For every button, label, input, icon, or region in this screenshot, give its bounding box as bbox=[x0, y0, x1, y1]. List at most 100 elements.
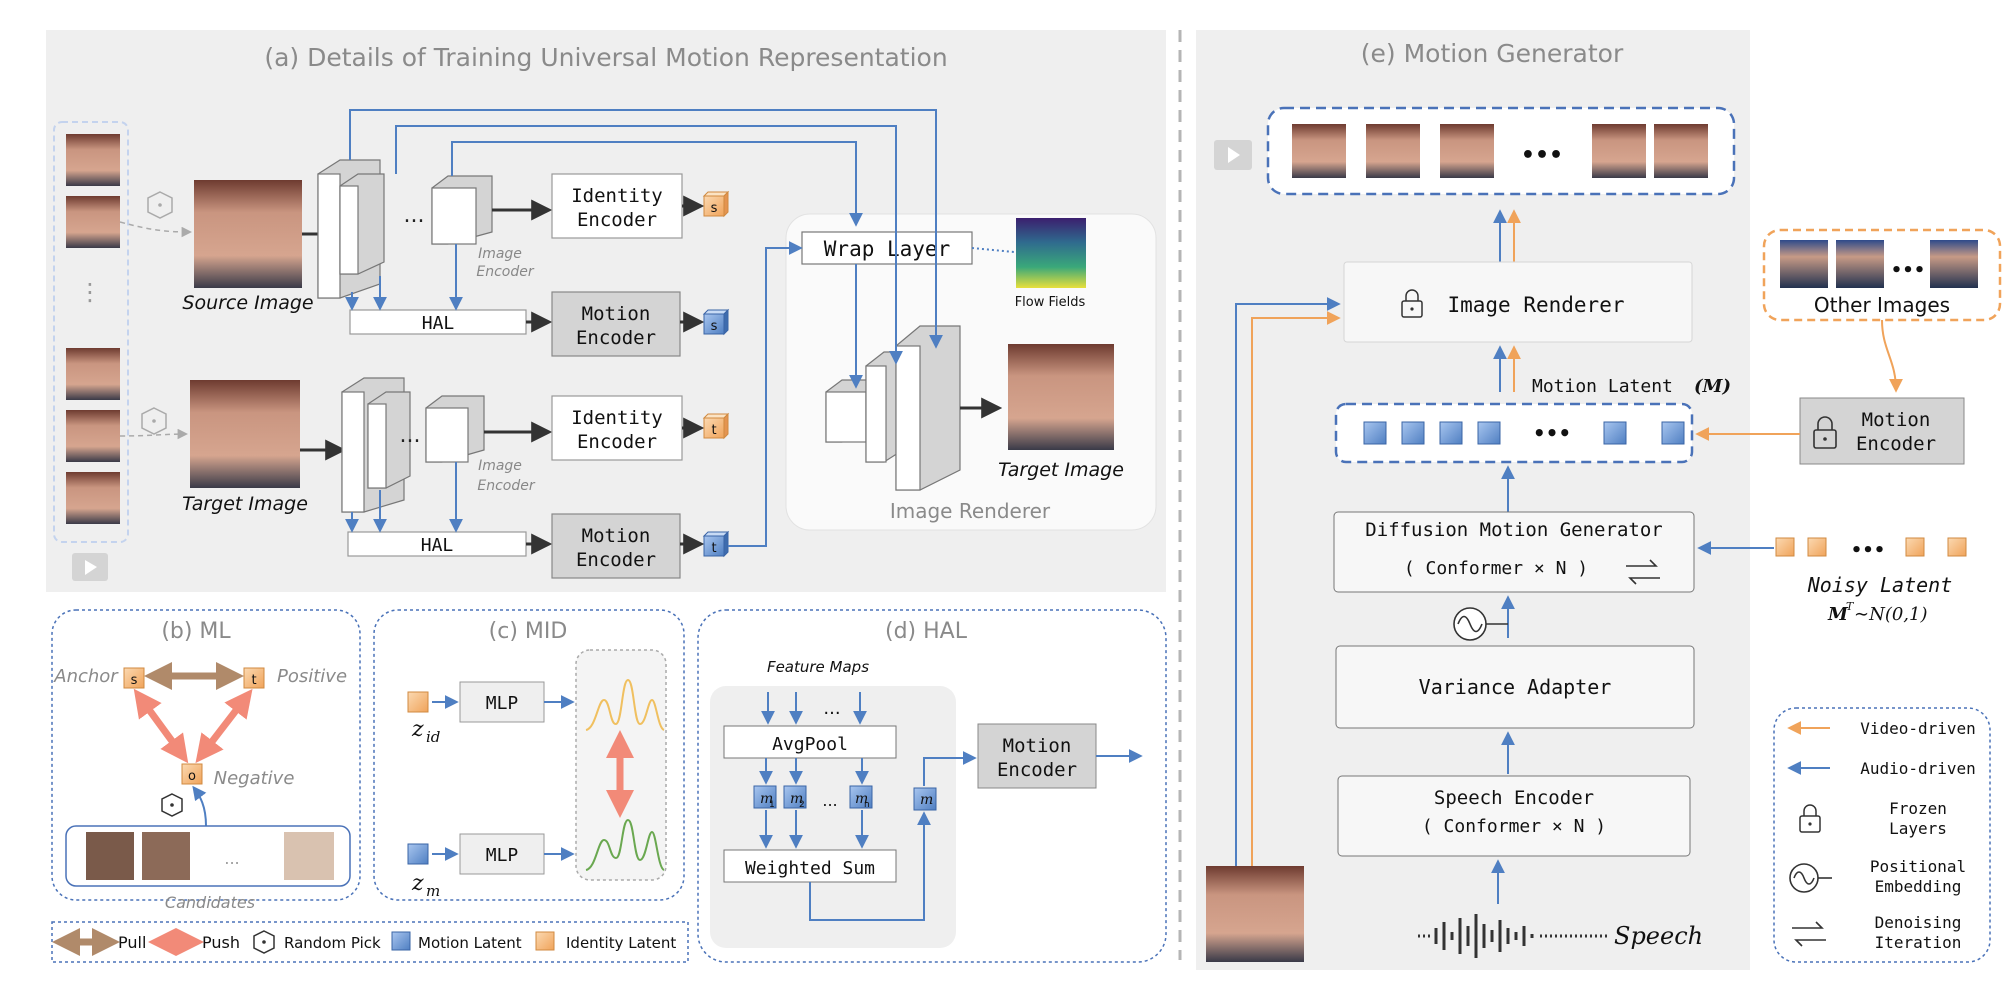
target-image bbox=[190, 380, 300, 488]
anchor-cube: s bbox=[123, 667, 145, 689]
input-face-audio-path bbox=[1235, 297, 1341, 866]
mlp-box-id bbox=[459, 681, 545, 723]
random-pick-arrow bbox=[192, 785, 207, 827]
frozen-label-1: Frozen bbox=[1889, 799, 1947, 818]
image-encoder-stack-target bbox=[341, 377, 485, 513]
frames-dots: ••• bbox=[1521, 143, 1563, 168]
motion-encoder-e bbox=[1799, 397, 1965, 465]
image-renderer-box bbox=[1343, 261, 1693, 343]
identity-encoder-label: Encoder bbox=[577, 431, 657, 453]
speech-encoder-box bbox=[1337, 775, 1691, 857]
hal-inner-box bbox=[710, 686, 956, 948]
m-label: m bbox=[920, 792, 933, 808]
vertical-ellipsis: ⋮ bbox=[78, 278, 102, 306]
source-image bbox=[194, 180, 302, 288]
panel-a-title: (a) Details of Training Universal Motion… bbox=[264, 43, 947, 72]
motion-encoder-label: Encoder bbox=[576, 327, 656, 349]
dice-icon bbox=[161, 793, 183, 817]
m-dots: ... bbox=[822, 791, 837, 810]
identity-distribution-curve bbox=[585, 678, 665, 731]
noisy-dots: ••• bbox=[1851, 540, 1886, 561]
hal-label: HAL bbox=[422, 313, 455, 334]
noisy-formula-sup: T bbox=[1846, 600, 1855, 613]
wrap-layer-box bbox=[801, 231, 973, 265]
motion-encoder-label: Encoder bbox=[997, 759, 1077, 781]
other-images-dots: ••• bbox=[1891, 260, 1926, 281]
diffusion-generator-box bbox=[1333, 511, 1695, 593]
anchor-label: Anchor bbox=[53, 666, 119, 687]
mlp-label: MLP bbox=[486, 845, 519, 866]
frame-strip bbox=[53, 121, 129, 543]
skip-connection-3 bbox=[451, 141, 863, 227]
positional-embedding-icon bbox=[1789, 863, 1832, 893]
flow-dotted-link bbox=[971, 247, 1015, 253]
diffusion-title: Diffusion Motion Generator bbox=[1365, 519, 1662, 541]
m1-label: m bbox=[760, 791, 773, 807]
motion-distribution-curve bbox=[585, 818, 665, 871]
wrap-layer-label: Wrap Layer bbox=[824, 237, 950, 261]
identity-latent-cube-s: s bbox=[702, 190, 730, 218]
lock-icon bbox=[1799, 804, 1821, 833]
den-label-2: Iteration bbox=[1875, 933, 1962, 952]
m2-cube: m 2 bbox=[783, 785, 807, 810]
motion-encoder-label: Encoder bbox=[1856, 433, 1936, 455]
avgpool-box bbox=[723, 725, 897, 759]
positive-label: Positive bbox=[277, 666, 347, 687]
identity-encoder-label: Identity bbox=[571, 185, 663, 207]
m1-cube: m 1 bbox=[753, 785, 777, 810]
pos-label-1: Positional bbox=[1870, 857, 1966, 876]
renderer-target-image bbox=[1008, 344, 1114, 450]
hal-label: HAL bbox=[421, 535, 454, 556]
positive-cube-label: t bbox=[251, 673, 256, 688]
source-image-label: Source Image bbox=[182, 292, 313, 314]
speech-encoder-label: Speech Encoder bbox=[1434, 787, 1594, 809]
z-m-symbol: z bbox=[411, 871, 424, 896]
motion-encoder-target bbox=[551, 513, 681, 579]
m1-sub: 1 bbox=[769, 800, 775, 810]
speech-waveform bbox=[1418, 914, 1610, 958]
motion-encoder-label: Motion bbox=[1003, 735, 1072, 757]
motion-latent-symbol: (M) bbox=[1694, 376, 1731, 397]
lock-icon bbox=[1401, 289, 1423, 318]
motion-encoder-label: Encoder bbox=[576, 549, 656, 571]
image-encoder-label-1: Image bbox=[478, 246, 522, 262]
variance-adapter-box bbox=[1335, 645, 1695, 729]
output-frames bbox=[1292, 124, 1708, 178]
latent-t-label: t bbox=[711, 541, 716, 556]
other-images bbox=[1780, 240, 1978, 288]
legend-e bbox=[1773, 707, 1991, 963]
other-images-to-encoder bbox=[1881, 319, 1903, 393]
motion-encoder-source bbox=[551, 291, 681, 357]
image-decoder-stack bbox=[825, 325, 961, 491]
panel-b-title: (b) ML bbox=[161, 619, 231, 644]
noisy-formula: M bbox=[1827, 604, 1849, 625]
positive-cube: t bbox=[243, 667, 265, 689]
flow-fields-image bbox=[1016, 218, 1086, 288]
candidates-ellipsis: ... bbox=[224, 849, 239, 868]
identity-encoder-label: Identity bbox=[571, 407, 663, 429]
feature-maps-label: Feature Maps bbox=[767, 658, 869, 676]
lock-icon bbox=[1813, 416, 1837, 449]
panel-d-frame bbox=[697, 609, 1167, 963]
z-id-symbol: z bbox=[411, 717, 424, 742]
motion-encoder-label: Motion bbox=[1862, 409, 1931, 431]
identity-latent-legend-icon bbox=[535, 931, 555, 951]
image-encoder-stack-source bbox=[317, 159, 493, 299]
identity-latent-legend-label: Identity Latent bbox=[566, 934, 676, 952]
negative-label: Negative bbox=[214, 768, 295, 789]
m2-sub: 2 bbox=[799, 800, 805, 810]
den-label-1: Denoising bbox=[1875, 913, 1962, 932]
candidates-box bbox=[65, 825, 351, 887]
latent-dots: ••• bbox=[1533, 421, 1571, 445]
avgpool-label: AvgPool bbox=[772, 734, 848, 755]
random-pick-legend-label: Random Pick bbox=[284, 934, 381, 952]
skip-connection-2 bbox=[395, 125, 903, 365]
candidate-images bbox=[86, 832, 334, 880]
speech-encoder-conformer: ( Conformer × N ) bbox=[1422, 816, 1606, 837]
mn-sub: n bbox=[864, 800, 870, 810]
input-face-video-path bbox=[1251, 311, 1341, 866]
push-arrow-anchor bbox=[133, 688, 189, 764]
flow-fields-label: Flow Fields bbox=[1015, 295, 1086, 310]
sample-target-arrow bbox=[119, 428, 189, 440]
